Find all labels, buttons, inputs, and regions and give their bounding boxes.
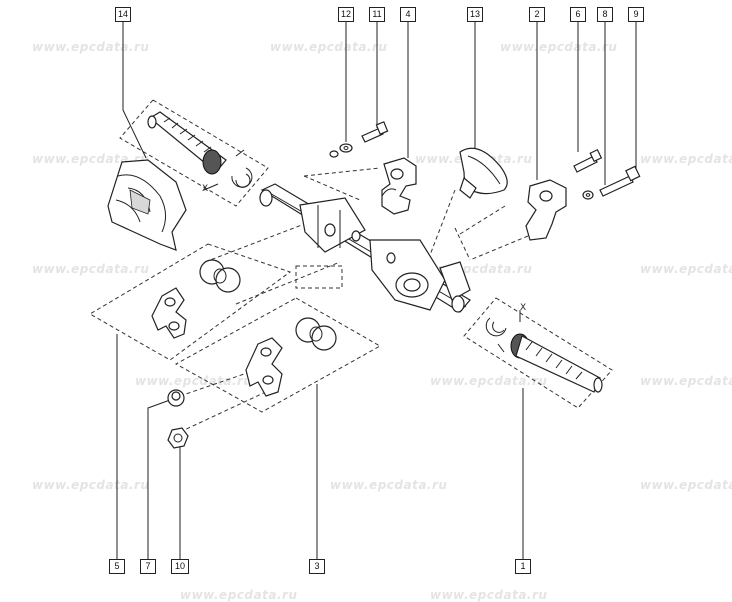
callout-10[interactable]: 10 — [171, 559, 189, 574]
clamp-bracket-part-4 — [381, 157, 417, 215]
watermark: www.epcdata.ru — [270, 40, 388, 54]
heat-shield-part-14 — [107, 159, 187, 251]
dimension-x-right: X — [520, 303, 526, 313]
watermark: www.epcdata.ru — [135, 374, 253, 388]
clamp-part-5 — [151, 287, 187, 339]
watermark: www.epcdata.ru — [640, 374, 732, 388]
callout-7[interactable]: 7 — [140, 559, 156, 574]
watermark: www.epcdata.ru — [180, 588, 298, 602]
clamp-part-3 — [245, 337, 283, 397]
bushing-part-5 — [199, 259, 241, 293]
rubber-seal-part-13 — [459, 147, 508, 199]
bolt-part-11 — [361, 121, 389, 143]
callout-3[interactable]: 3 — [309, 559, 325, 574]
watermark: www.epcdata.ru — [32, 478, 150, 492]
watermark: www.epcdata.ru — [640, 152, 732, 166]
watermark: www.epcdata.ru — [430, 374, 548, 388]
callout-11[interactable]: 11 — [369, 7, 385, 22]
watermark: www.epcdata.ru — [32, 262, 150, 276]
steering-rack — [259, 183, 471, 313]
left-bellows-boot: X — [147, 111, 253, 194]
washer-part-12 — [329, 143, 353, 158]
bushing-part-3 — [295, 317, 337, 351]
callout-2[interactable]: 2 — [529, 7, 545, 22]
watermark: www.epcdata.ru — [640, 262, 732, 276]
callout-5[interactable]: 5 — [109, 559, 125, 574]
watermark: www.epcdata.ru — [430, 588, 548, 602]
callout-1[interactable]: 1 — [515, 559, 531, 574]
washer-part-8 — [582, 190, 594, 200]
watermark: www.epcdata.ru — [32, 40, 150, 54]
leader-lines — [116, 21, 637, 560]
callout-6[interactable]: 6 — [570, 7, 586, 22]
bolt-part-6 — [573, 148, 603, 173]
watermark: www.epcdata.ru — [640, 478, 732, 492]
callout-4[interactable]: 4 — [400, 7, 416, 22]
right-bellows-boot: X — [485, 303, 603, 393]
watermark: www.epcdata.ru — [330, 478, 448, 492]
clamp-bracket-part-2 — [525, 179, 567, 241]
exploded-group-outlines — [89, 99, 613, 433]
dimension-x-left: X — [202, 184, 208, 194]
callout-14[interactable]: 14 — [115, 7, 131, 22]
nut-part-10 — [167, 427, 189, 449]
watermark: www.epcdata.ru — [32, 152, 150, 166]
nut-part-7 — [167, 389, 185, 407]
callout-8[interactable]: 8 — [597, 7, 613, 22]
callout-12[interactable]: 12 — [338, 7, 354, 22]
callout-13[interactable]: 13 — [467, 7, 483, 22]
watermark: www.epcdata.ru — [500, 40, 618, 54]
bolt-part-9 — [599, 165, 641, 197]
callout-9[interactable]: 9 — [628, 7, 644, 22]
